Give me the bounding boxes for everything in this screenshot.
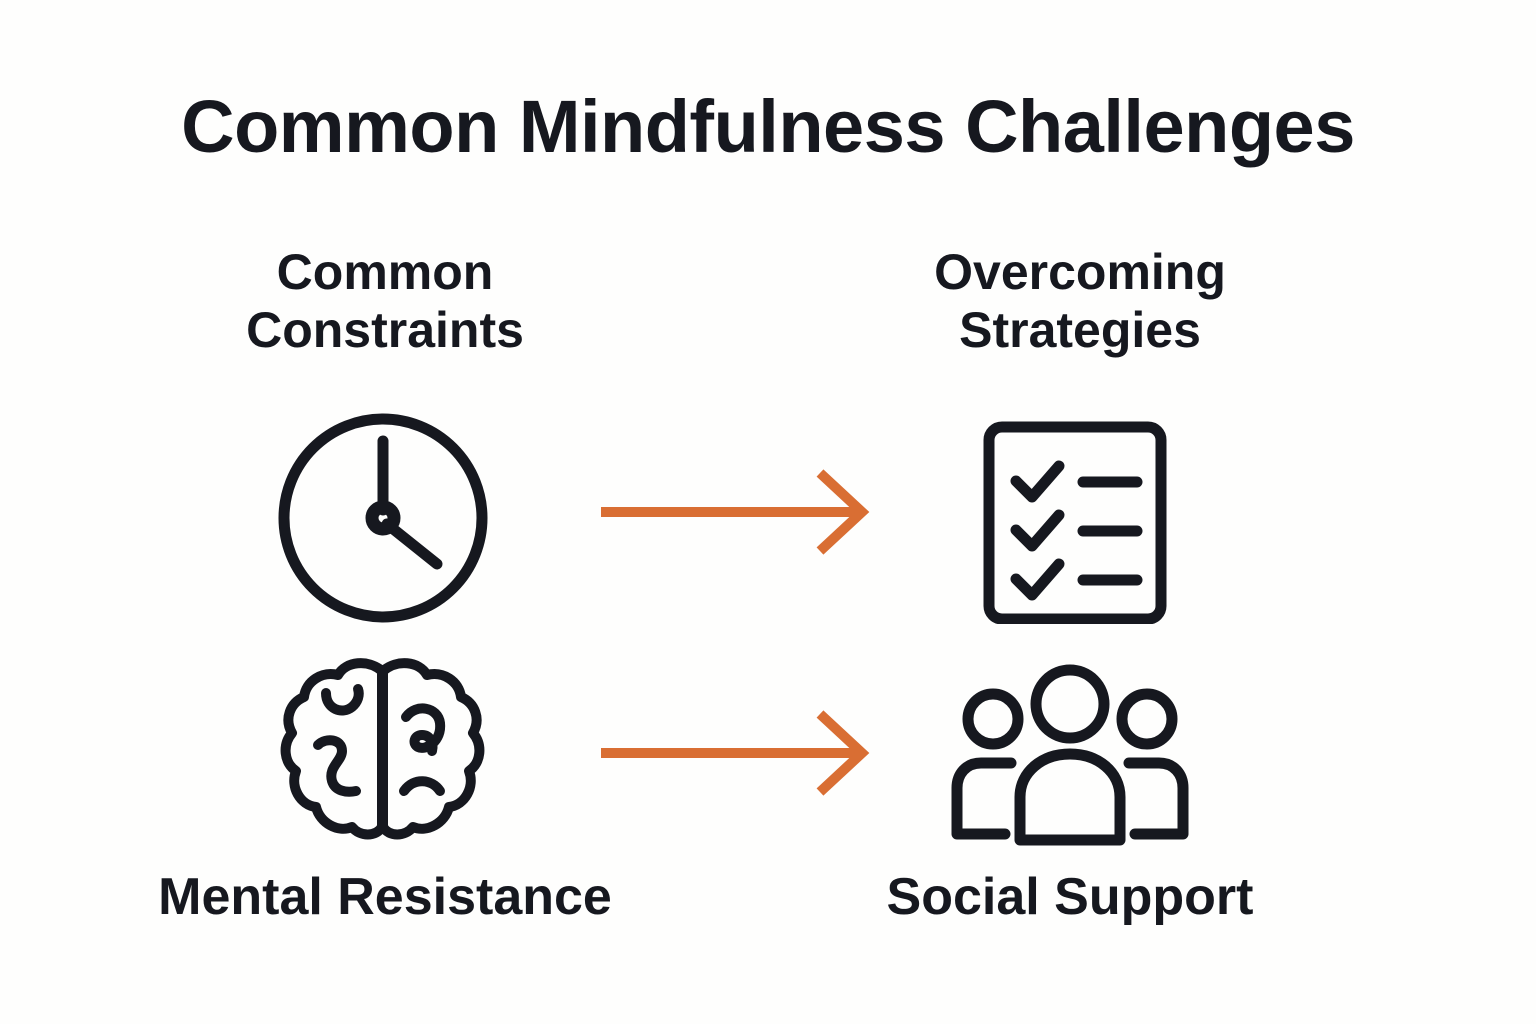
column-header-right-line1: Overcoming — [934, 244, 1226, 300]
label-mental-resistance: Mental Resistance — [158, 868, 612, 926]
brain-icon — [280, 657, 485, 842]
column-header-left: Common Constraints — [125, 243, 645, 359]
label-social-support: Social Support — [886, 868, 1254, 926]
column-header-right: Overcoming Strategies — [820, 243, 1340, 359]
arrow-row-1 — [595, 467, 875, 557]
column-header-left-line1: Common — [276, 244, 494, 300]
column-header-left-line2: Constraints — [246, 302, 524, 358]
checklist-icon — [975, 412, 1175, 624]
group-icon — [945, 662, 1195, 847]
clock-icon — [277, 412, 489, 624]
column-header-right-line2: Strategies — [959, 302, 1201, 358]
page-title: Common Mindfulness Challenges — [181, 85, 1355, 168]
arrow-row-2 — [595, 708, 875, 798]
